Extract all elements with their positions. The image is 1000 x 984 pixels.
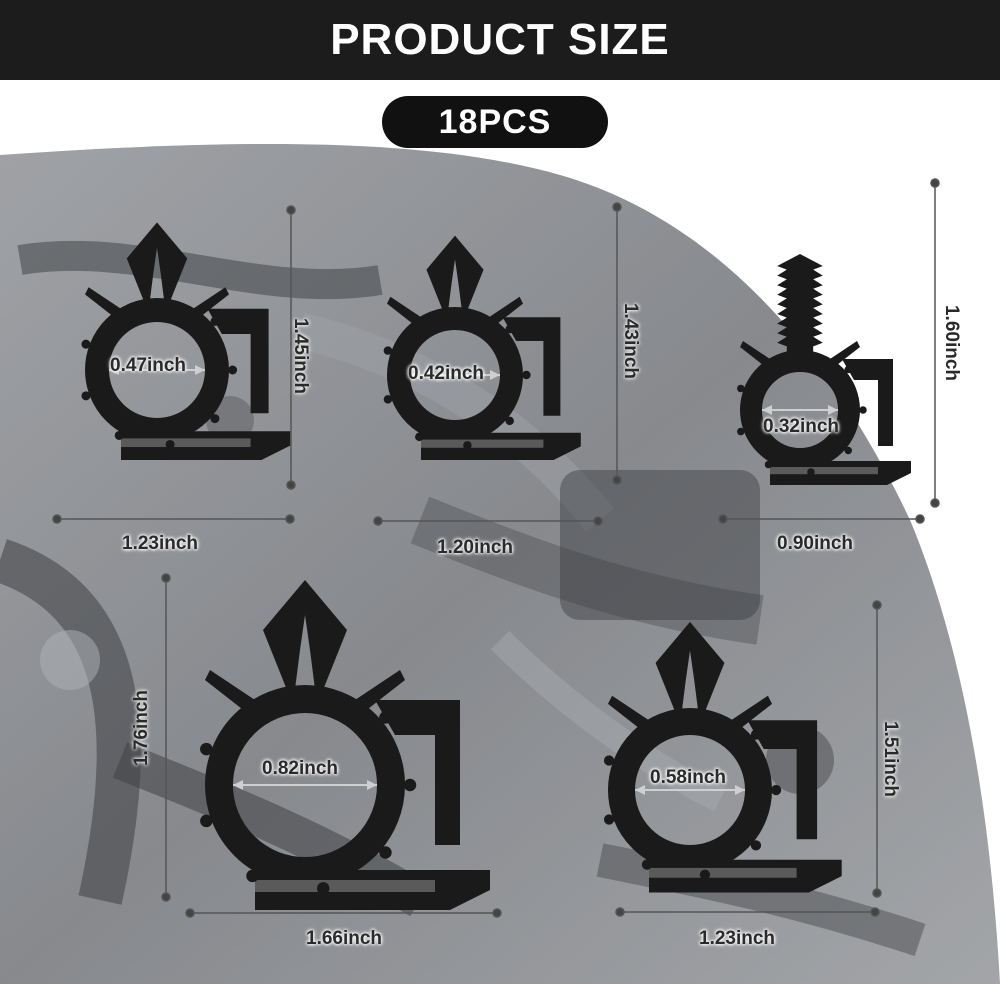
clip-2-width-line-end [593, 516, 603, 526]
header-bar: PRODUCT SIZE [0, 0, 1000, 80]
clip-5-height-line-end [872, 600, 882, 610]
quantity-badge: 18PCS [382, 96, 608, 148]
clip-1-height-line-end [286, 480, 296, 490]
clip-5-shape [603, 621, 842, 893]
clip-4-height-line-end [161, 892, 171, 902]
clip-2-width: 1.20inch [437, 537, 514, 558]
clip-4-width-line-end [185, 908, 195, 918]
clip-4-height-line-end [161, 573, 171, 583]
clip-3-width-line-end [718, 514, 728, 524]
clip-4-inner-diameter: 0.82inch [262, 758, 339, 779]
clip-2-height-line-end [612, 475, 622, 485]
clip-3-height-line-end [930, 178, 940, 188]
clip-1-width: 1.23inch [122, 533, 199, 554]
clip-2-width-line-end [373, 516, 383, 526]
clip-3-width: 0.90inch [777, 533, 854, 554]
clip-5-height: 1.51inch [880, 720, 902, 798]
clip-5-height-line-end [872, 888, 882, 898]
clip-3-height: 1.60inch [941, 304, 963, 382]
clip-1-inner-diameter: 0.47inch [110, 355, 187, 376]
clip-5-inner-diameter: 0.58inch [650, 767, 727, 788]
clip-3-shape [737, 254, 911, 485]
clip-1-width-line-end [285, 514, 295, 524]
clip-1-width-line-end [52, 514, 62, 524]
clip-2-height-line-end [612, 202, 622, 212]
clip-2-shape [383, 235, 581, 460]
clip-4-height: 1.76inch [131, 689, 153, 767]
clip-4-shape [200, 580, 490, 910]
clip-3-height-line-end [930, 498, 940, 508]
clip-4-width-line-end [492, 908, 502, 918]
clip-3-inner-diameter: 0.32inch [763, 416, 840, 437]
dimension-lines [52, 178, 940, 918]
clip-1-height-line-end [286, 205, 296, 215]
clip-5-width-line-end [870, 907, 880, 917]
clip-3-width-line-end [915, 514, 925, 524]
clip-2-inner-diameter: 0.42inch [408, 363, 485, 384]
clip-5-width: 1.23inch [699, 928, 776, 949]
clip-1-height: 1.45inch [290, 317, 312, 395]
page-title: PRODUCT SIZE [330, 15, 670, 64]
clip-5-width-line-end [615, 907, 625, 917]
clip-2-height: 1.43inch [620, 302, 642, 380]
clip-shapes [81, 222, 911, 910]
clip-1-shape [81, 222, 291, 460]
quantity-label: 18PCS [438, 102, 552, 141]
clip-4-width: 1.66inch [306, 928, 383, 949]
